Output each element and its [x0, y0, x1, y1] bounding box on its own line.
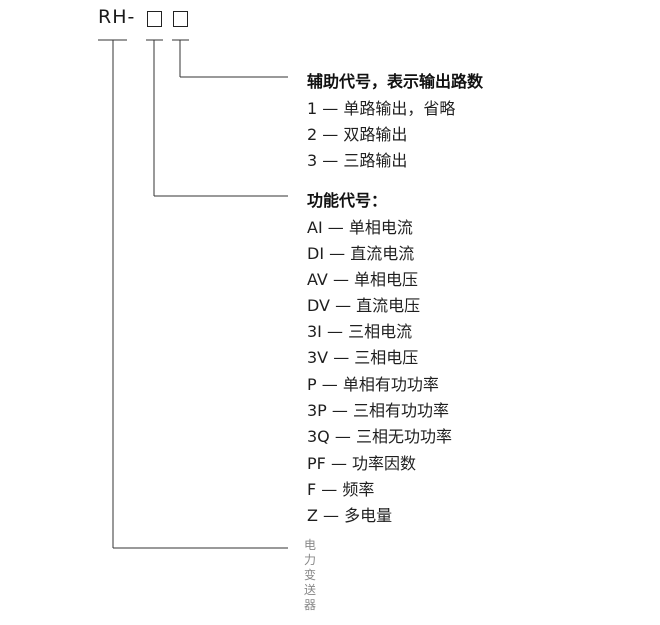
- func-item-f: F — 频率: [307, 480, 375, 499]
- func-item-ai: AI — 单相电流: [307, 218, 413, 237]
- func-item-3v: 3V — 三相电压: [307, 348, 419, 367]
- func-item-pf: PF — 功率因数: [307, 454, 417, 473]
- base-label-vertical: 电力变送器: [303, 538, 316, 612]
- aux-item-1: 1 — 单路输出，省略: [307, 99, 456, 118]
- code-slot-aux-box: [173, 11, 188, 27]
- func-item-3p: 3P — 三相有功功率: [307, 401, 450, 420]
- aux-item-3: 3 — 三路输出: [307, 151, 408, 170]
- func-heading: 功能代号：: [307, 191, 388, 210]
- aux-item-2: 2 — 双路输出: [307, 125, 408, 144]
- code-prefix: RH-: [98, 6, 136, 28]
- func-item-di: DI — 直流电流: [307, 244, 415, 263]
- func-item-z: Z — 多电量: [307, 506, 393, 525]
- func-item-p: P — 单相有功功率: [307, 375, 439, 394]
- code-slot-function-box: [147, 11, 162, 27]
- func-item-dv: DV — 直流电压: [307, 296, 421, 315]
- func-item-av: AV — 单相电压: [307, 270, 419, 289]
- func-item-3i: 3I — 三相电流: [307, 322, 413, 341]
- aux-heading: 辅助代号，表示输出路数: [307, 72, 484, 91]
- func-item-3q: 3Q — 三相无功功率: [307, 427, 452, 446]
